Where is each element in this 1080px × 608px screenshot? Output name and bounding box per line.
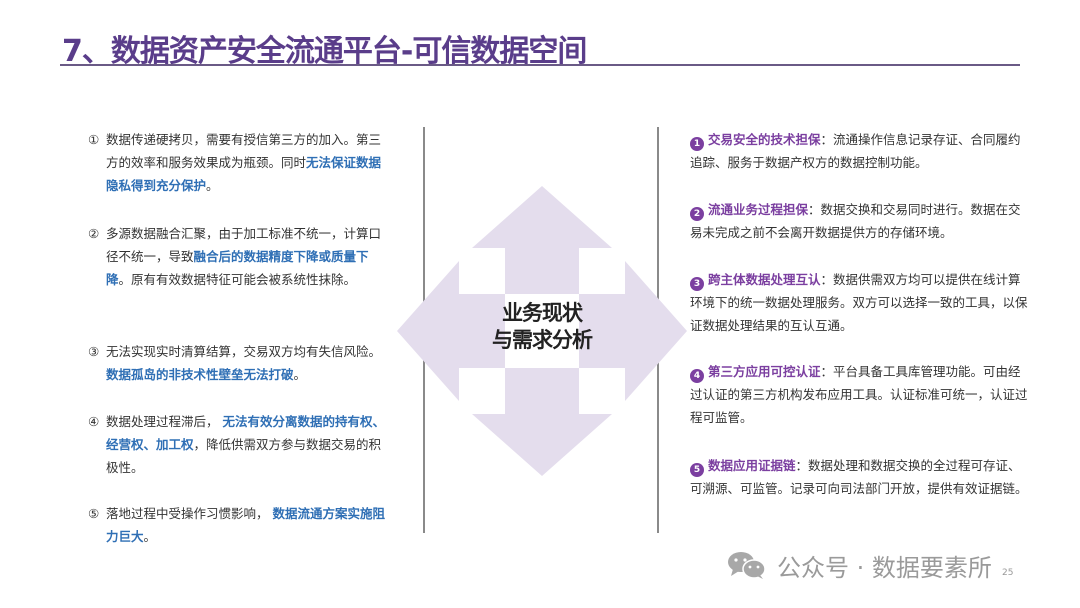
number-badge-icon: 5: [690, 463, 704, 477]
slide-title: 7、数据资产安全流通平台-可信数据空间: [62, 34, 587, 69]
issue-item-3: ③ 无法实现实时清算结算，交易双方均有失信风险。 数据孤岛的非技术性壁垒无法打破…: [88, 344, 382, 382]
issue-item-4: ④ 数据处理过程滞后， 无法有效分离数据的持有权、经营权、加工权，降低供需双方参…: [88, 414, 385, 475]
issue-highlight: 无法有效分离数据的持有权、经营权、加工权: [106, 414, 385, 452]
number-badge-icon: 2: [690, 207, 704, 221]
four-way-arrow-icon: [397, 186, 687, 476]
number-badge-icon: 1: [690, 137, 704, 151]
issue-highlight: 数据流通方案实施阻力巨大: [106, 506, 385, 544]
issue-item-5: ⑤ 落地过程中受操作习惯影响， 数据流通方案实施阻力巨大。: [88, 506, 385, 544]
issue-item-1: ① 数据传递硬拷贝，需要有授信第三方的加入。第三方的效率和服务效果成为瓶颈。同时…: [88, 132, 382, 193]
issue-highlight: 无法保证数据隐私得到充分保护: [106, 155, 382, 193]
page-number: 25: [1002, 568, 1014, 578]
title-underline: [60, 64, 1020, 66]
issue-highlight: 数据孤岛的非技术性壁垒无法打破: [106, 367, 294, 382]
number-badge-icon: 4: [690, 369, 704, 383]
issue-item-2: ② 多源数据融合汇聚，由于加工标准不统一，计算口径不统一，导致融合后的数据精度下…: [88, 226, 382, 287]
watermark: 公众号 · 数据要素所: [727, 548, 992, 583]
center-label: 业务现状 与需求分析: [492, 301, 593, 352]
number-badge-icon: 3: [690, 277, 704, 291]
issue-highlight: 融合后的数据精度下降或质量下降: [106, 249, 369, 287]
wechat-icon: [728, 552, 766, 579]
